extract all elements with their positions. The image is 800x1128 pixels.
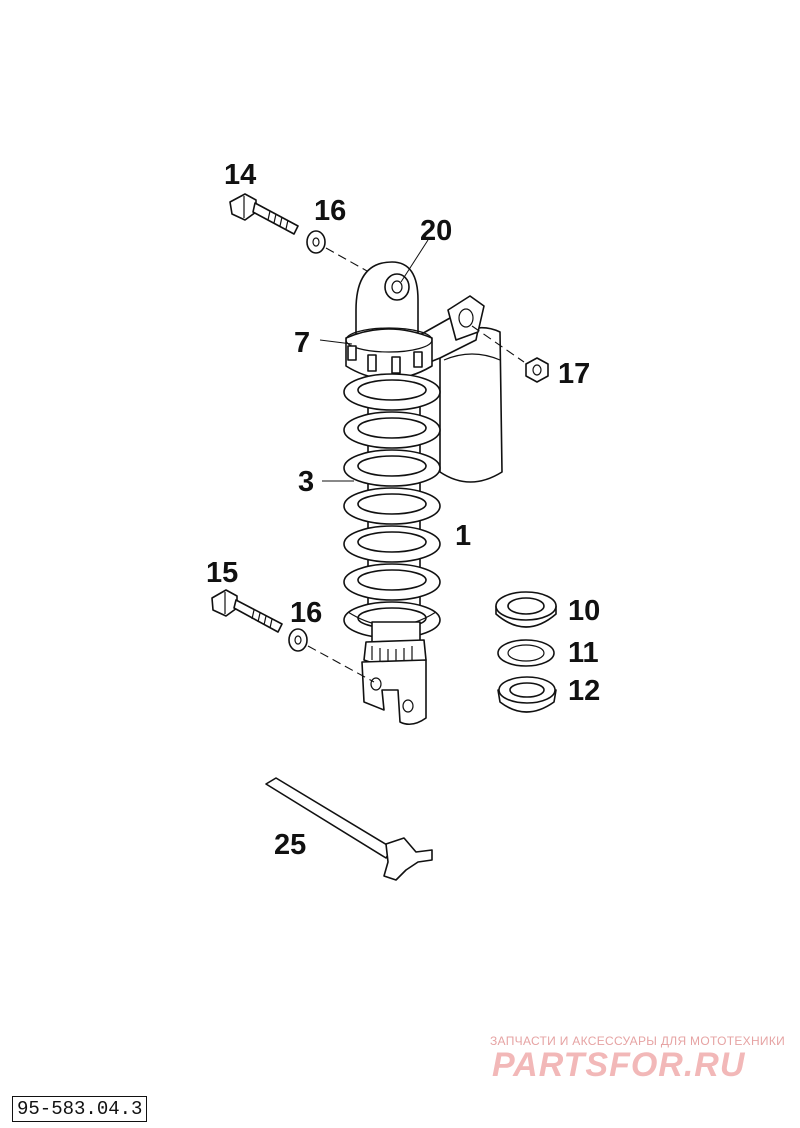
spring-coil-inner: [357, 531, 427, 553]
callout-11: 11: [568, 637, 599, 669]
callout-10: 10: [568, 595, 600, 627]
watermark-tagline: ЗАПЧАСТИ И АКСЕССУАРЫ ДЛЯ МОТОТЕХНИКИ: [490, 1034, 786, 1048]
adjuster-ring: [345, 327, 433, 380]
callout-12: 12: [568, 675, 600, 707]
callout-16-upper: 16: [314, 195, 346, 227]
callout-7: 7: [294, 327, 310, 359]
callout-17: 17: [558, 358, 590, 390]
spring-coil-inner: [357, 569, 427, 591]
spring-coil-inner: [357, 417, 427, 439]
lower-bolt: [211, 589, 283, 633]
spring: [343, 373, 441, 639]
callout-1: 1: [455, 520, 471, 552]
lower-axis-line: [307, 645, 375, 683]
seal-ring-10: [495, 591, 557, 628]
leader-7: [319, 339, 353, 345]
leader-20: [400, 239, 429, 283]
spring-coil-inner: [357, 455, 427, 477]
callout-15: 15: [206, 557, 238, 589]
reservoir-nut: [525, 357, 549, 383]
upper-washer: [306, 230, 326, 254]
shim-ring-11: [497, 639, 555, 667]
spring-coil-inner: [357, 493, 427, 515]
upper-bolt: [229, 193, 299, 235]
spring-coil-inner: [357, 379, 427, 401]
lower-clevis: [361, 621, 427, 726]
lower-washer: [288, 628, 308, 652]
callout-14: 14: [224, 159, 256, 191]
drawing-code: 95-583.04.3: [12, 1096, 148, 1122]
callout-25: 25: [274, 829, 306, 861]
spanner-wrench: [265, 777, 433, 881]
callout-20: 20: [420, 215, 452, 247]
seal-ring-12: [497, 676, 557, 713]
reservoir-axis-line: [471, 325, 525, 363]
watermark-logo: PARTSFOR.RU: [492, 1046, 746, 1084]
callout-3: 3: [298, 466, 314, 498]
callout-16-lower: 16: [290, 597, 322, 629]
